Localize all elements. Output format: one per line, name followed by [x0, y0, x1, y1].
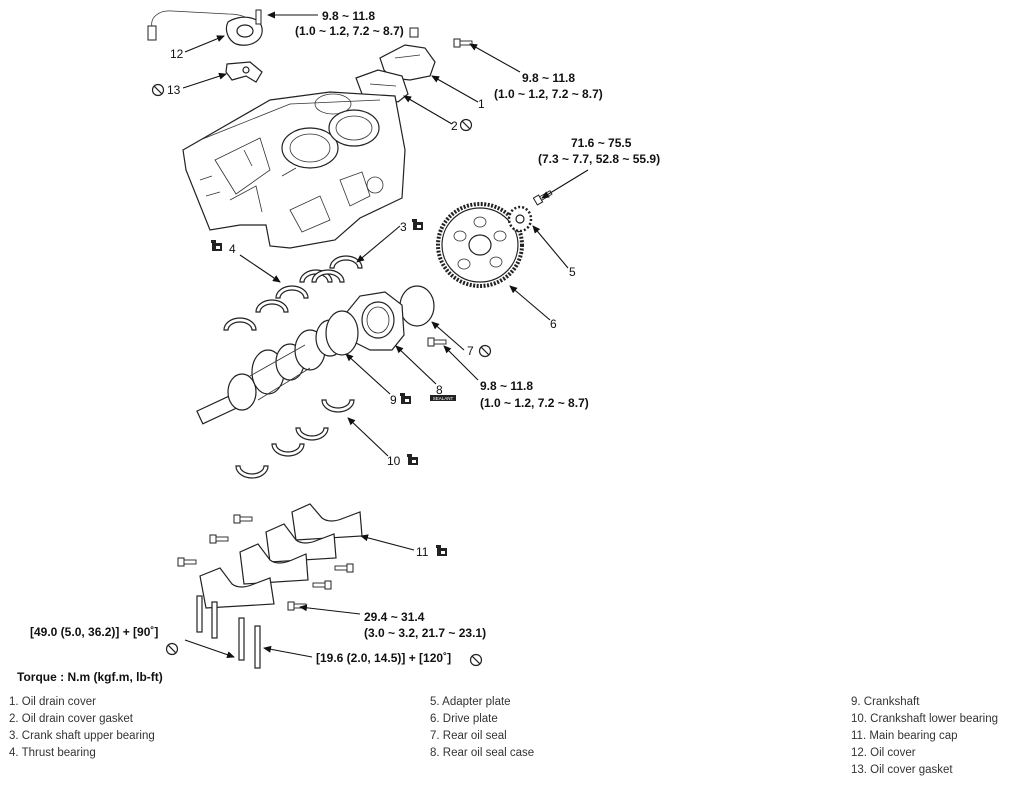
legend-column-1: 1. Oil drain cover 2. Oil drain cover ga…: [9, 694, 155, 762]
torque-main-bolt-left: [49.0 (5.0, 36.2)] + [90˚]: [30, 625, 158, 639]
rear-oil-seal: [399, 285, 435, 327]
callout-12: 12: [170, 47, 184, 61]
torque-cap-side-bolt-value: 29.4 ~ 31.4: [364, 610, 425, 624]
callout-6: 6: [550, 317, 557, 331]
callout-10: 10: [387, 454, 401, 468]
sealant-text: SEALANT: [433, 396, 454, 401]
callout-11: 11: [416, 545, 429, 559]
drive-plate: [436, 202, 524, 288]
legend-item: 10. Crankshaft lower bearing: [851, 713, 999, 725]
legend-column-2: 5. Adapter plate 6. Drive plate 7. Rear …: [430, 694, 534, 762]
callout-8: 8: [436, 383, 443, 397]
torque-seal-case-bolt-units: (1.0 ~ 1.2, 7.2 ~ 8.7): [480, 396, 589, 410]
adapter-plate: [507, 205, 533, 233]
legend-item: 6. Drive plate: [430, 713, 498, 725]
torque-drain-cover-bolt-units: (1.0 ~ 1.2, 7.2 ~ 8.7): [494, 87, 603, 101]
callout-1: 1: [478, 97, 485, 111]
callout-2: 2: [451, 119, 458, 133]
lower-bearings: [235, 399, 355, 479]
legend-column-3: 9. Crankshaft 10. Crankshaft lower beari…: [851, 694, 998, 779]
legend-item: 9. Crankshaft: [851, 696, 920, 708]
torque-oil-cover-bolt-units: (1.0 ~ 1.2, 7.2 ~ 8.7): [295, 24, 404, 38]
legend-item: 11. Main bearing cap: [851, 730, 958, 742]
main-bearing-bolts: [196, 595, 261, 669]
callout-5: 5: [569, 265, 576, 279]
legend-item: 7. Rear oil seal: [430, 730, 507, 742]
main-bearing-caps: [199, 503, 363, 609]
callout-4: 4: [229, 242, 236, 256]
leader-lines: [182, 11, 589, 659]
callout-7: 7: [467, 344, 474, 358]
crankshaft: [196, 310, 359, 425]
cylinder-block: [182, 91, 406, 249]
legend-item: 5. Adapter plate: [430, 696, 511, 708]
rear-oil-seal-bolt: [427, 337, 447, 347]
legend-item: 13. Oil cover gasket: [851, 764, 953, 776]
legend-item: 4. Thrust bearing: [9, 747, 96, 759]
legend-item: 12. Oil cover: [851, 747, 916, 759]
callout-9: 9: [390, 393, 397, 407]
callout-13: 13: [167, 83, 181, 97]
legend-item: 1. Oil drain cover: [9, 696, 96, 708]
oil-cover-gasket: [225, 61, 263, 83]
oil-cover: [147, 9, 263, 46]
legend-item: 3. Crank shaft upper bearing: [9, 730, 155, 742]
torque-cap-side-bolt-units: (3.0 ~ 3.2, 21.7 ~ 23.1): [364, 626, 486, 640]
legend-item: 2. Oil drain cover gasket: [9, 713, 134, 725]
torque-units-title: Torque : N.m (kgf.m, lb-ft): [17, 670, 163, 684]
torque-seal-case-bolt-value: 9.8 ~ 11.8: [480, 379, 533, 393]
sealant-icon: SEALANT: [430, 395, 456, 401]
torque-adapter-plate-bolt-value: 71.6 ~ 75.5: [571, 136, 632, 150]
torque-adapter-plate-bolt-units: (7.3 ~ 7.7, 52.8 ~ 55.9): [538, 152, 660, 166]
legend-item: 8. Rear oil seal case: [430, 747, 535, 759]
torque-drain-cover-bolt-value: 9.8 ~ 11.8: [522, 71, 575, 85]
torque-oil-cover-bolt-value: 9.8 ~ 11.8: [322, 9, 375, 23]
oil-drain-bolt: [453, 38, 473, 48]
callout-3: 3: [400, 220, 407, 234]
torque-main-bolt-right: [19.6 (2.0, 14.5)] + [120˚]: [316, 651, 451, 665]
